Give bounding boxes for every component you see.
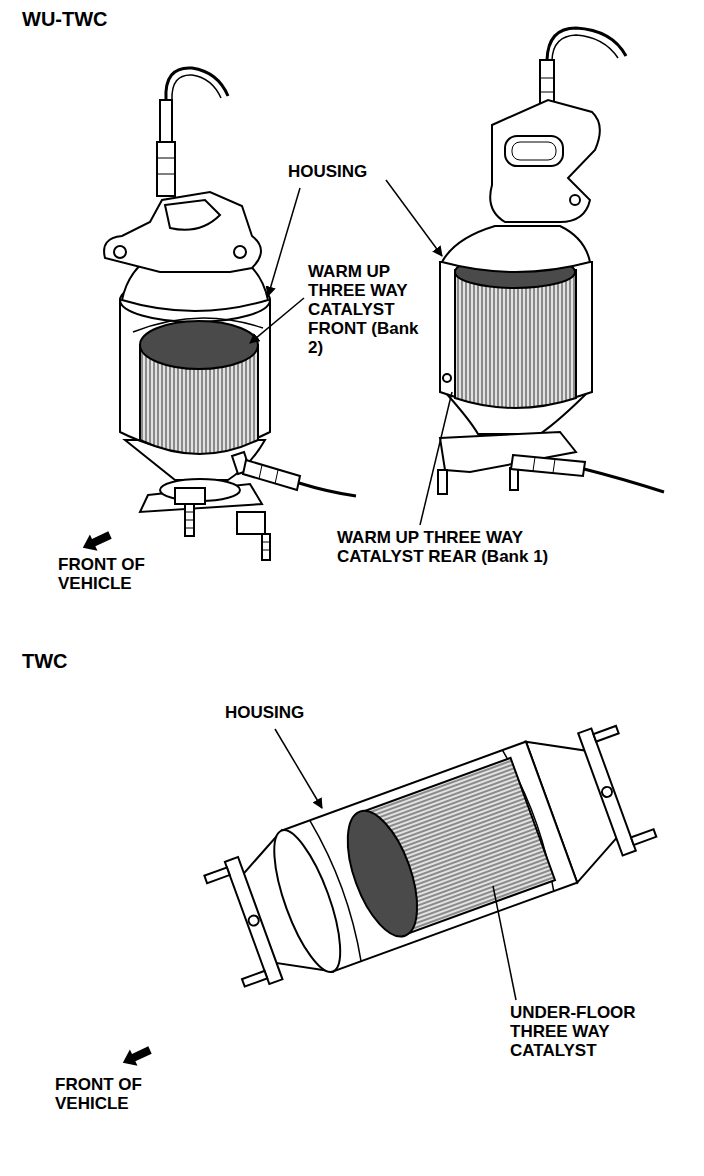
drawn-part: [386, 180, 442, 256]
drawn-part: [420, 392, 452, 525]
drawn-part: [593, 726, 618, 742]
rear-warm-up-converter: [438, 28, 664, 494]
drawn-part: [119, 1042, 154, 1071]
drawn-part: [172, 75, 221, 100]
drawn-part: [140, 484, 262, 512]
section-heading: TWC: [22, 650, 112, 672]
direction-arrow: [79, 527, 114, 556]
drawn-part: [262, 550, 270, 551]
drawn-part: [299, 483, 356, 496]
drawn-part: [438, 470, 447, 494]
drawn-part: [247, 914, 260, 927]
drawn-part: [578, 728, 636, 855]
drawn-part: [455, 270, 576, 408]
drawn-part: [262, 534, 270, 560]
drawn-part: [157, 158, 175, 159]
drawn-part: [268, 188, 300, 296]
drawn-part: [79, 527, 114, 556]
drawn-part: [250, 298, 304, 343]
leader-lines: [250, 180, 516, 1000]
drawn-part: [533, 457, 535, 471]
part-label: HOUSING: [288, 162, 398, 181]
drawn-part: [553, 459, 555, 473]
drawn-part: [552, 35, 618, 60]
drawn-part: [104, 192, 261, 272]
drawn-part: [262, 542, 270, 543]
drawn-part: [185, 528, 194, 529]
drawn-part: [261, 823, 354, 979]
drawn-part: [185, 504, 194, 536]
drawn-part: [114, 246, 126, 258]
drawn-part: [442, 226, 590, 272]
drawn-part: [175, 488, 205, 504]
section-heading: WU-TWC: [22, 8, 152, 30]
drawn-part: [185, 512, 194, 513]
drawn-part: [157, 174, 175, 175]
drawn-part: [275, 729, 322, 808]
drawn-part: [631, 829, 656, 845]
drawn-part: [133, 318, 263, 332]
under-floor-converter: [199, 711, 662, 1002]
drawn-part: [443, 374, 451, 382]
drawn-part: [237, 512, 265, 534]
drawn-part: [160, 100, 172, 142]
direction-arrow: [119, 1042, 154, 1071]
drawn-part: [505, 136, 563, 166]
drawn-part: [584, 469, 664, 492]
drawn-part: [334, 802, 432, 945]
drawn-part: [242, 971, 267, 987]
drawn-part: [185, 520, 194, 521]
part-label: UNDER-FLOOR THREE WAY CATALYST: [510, 1003, 670, 1060]
drawn-part: [165, 200, 220, 230]
drawn-part: [490, 100, 600, 222]
direction-label: FRONT OF VEHICLE: [58, 555, 168, 593]
drawn-part: [510, 468, 518, 490]
drawn-part: [157, 142, 175, 196]
drawn-part: [511, 455, 585, 476]
drawn-part: [140, 321, 258, 369]
drawn-part: [547, 28, 626, 60]
drawn-part: [512, 142, 556, 160]
drawn-part: [540, 92, 554, 93]
drawn-part: [234, 246, 246, 258]
drawn-part: [243, 460, 300, 490]
drawn-part: [570, 195, 580, 205]
direction-label: FRONT OF VEHICLE: [55, 1075, 165, 1113]
drawn-part: [259, 465, 262, 479]
drawn-part: [493, 886, 516, 1000]
drawn-part: [204, 867, 229, 883]
drawn-part: [225, 857, 283, 984]
drawn-part: [540, 78, 554, 79]
part-label: HOUSING: [225, 703, 335, 722]
drawn-part: [166, 68, 228, 100]
part-label: WARM UP THREE WAY CATALYST REAR (Bank 1): [337, 528, 577, 566]
drawn-part: [601, 786, 614, 799]
drawn-part: [275, 470, 278, 484]
part-label: WARM UP THREE WAY CATALYST FRONT (Bank 2…: [308, 262, 428, 357]
